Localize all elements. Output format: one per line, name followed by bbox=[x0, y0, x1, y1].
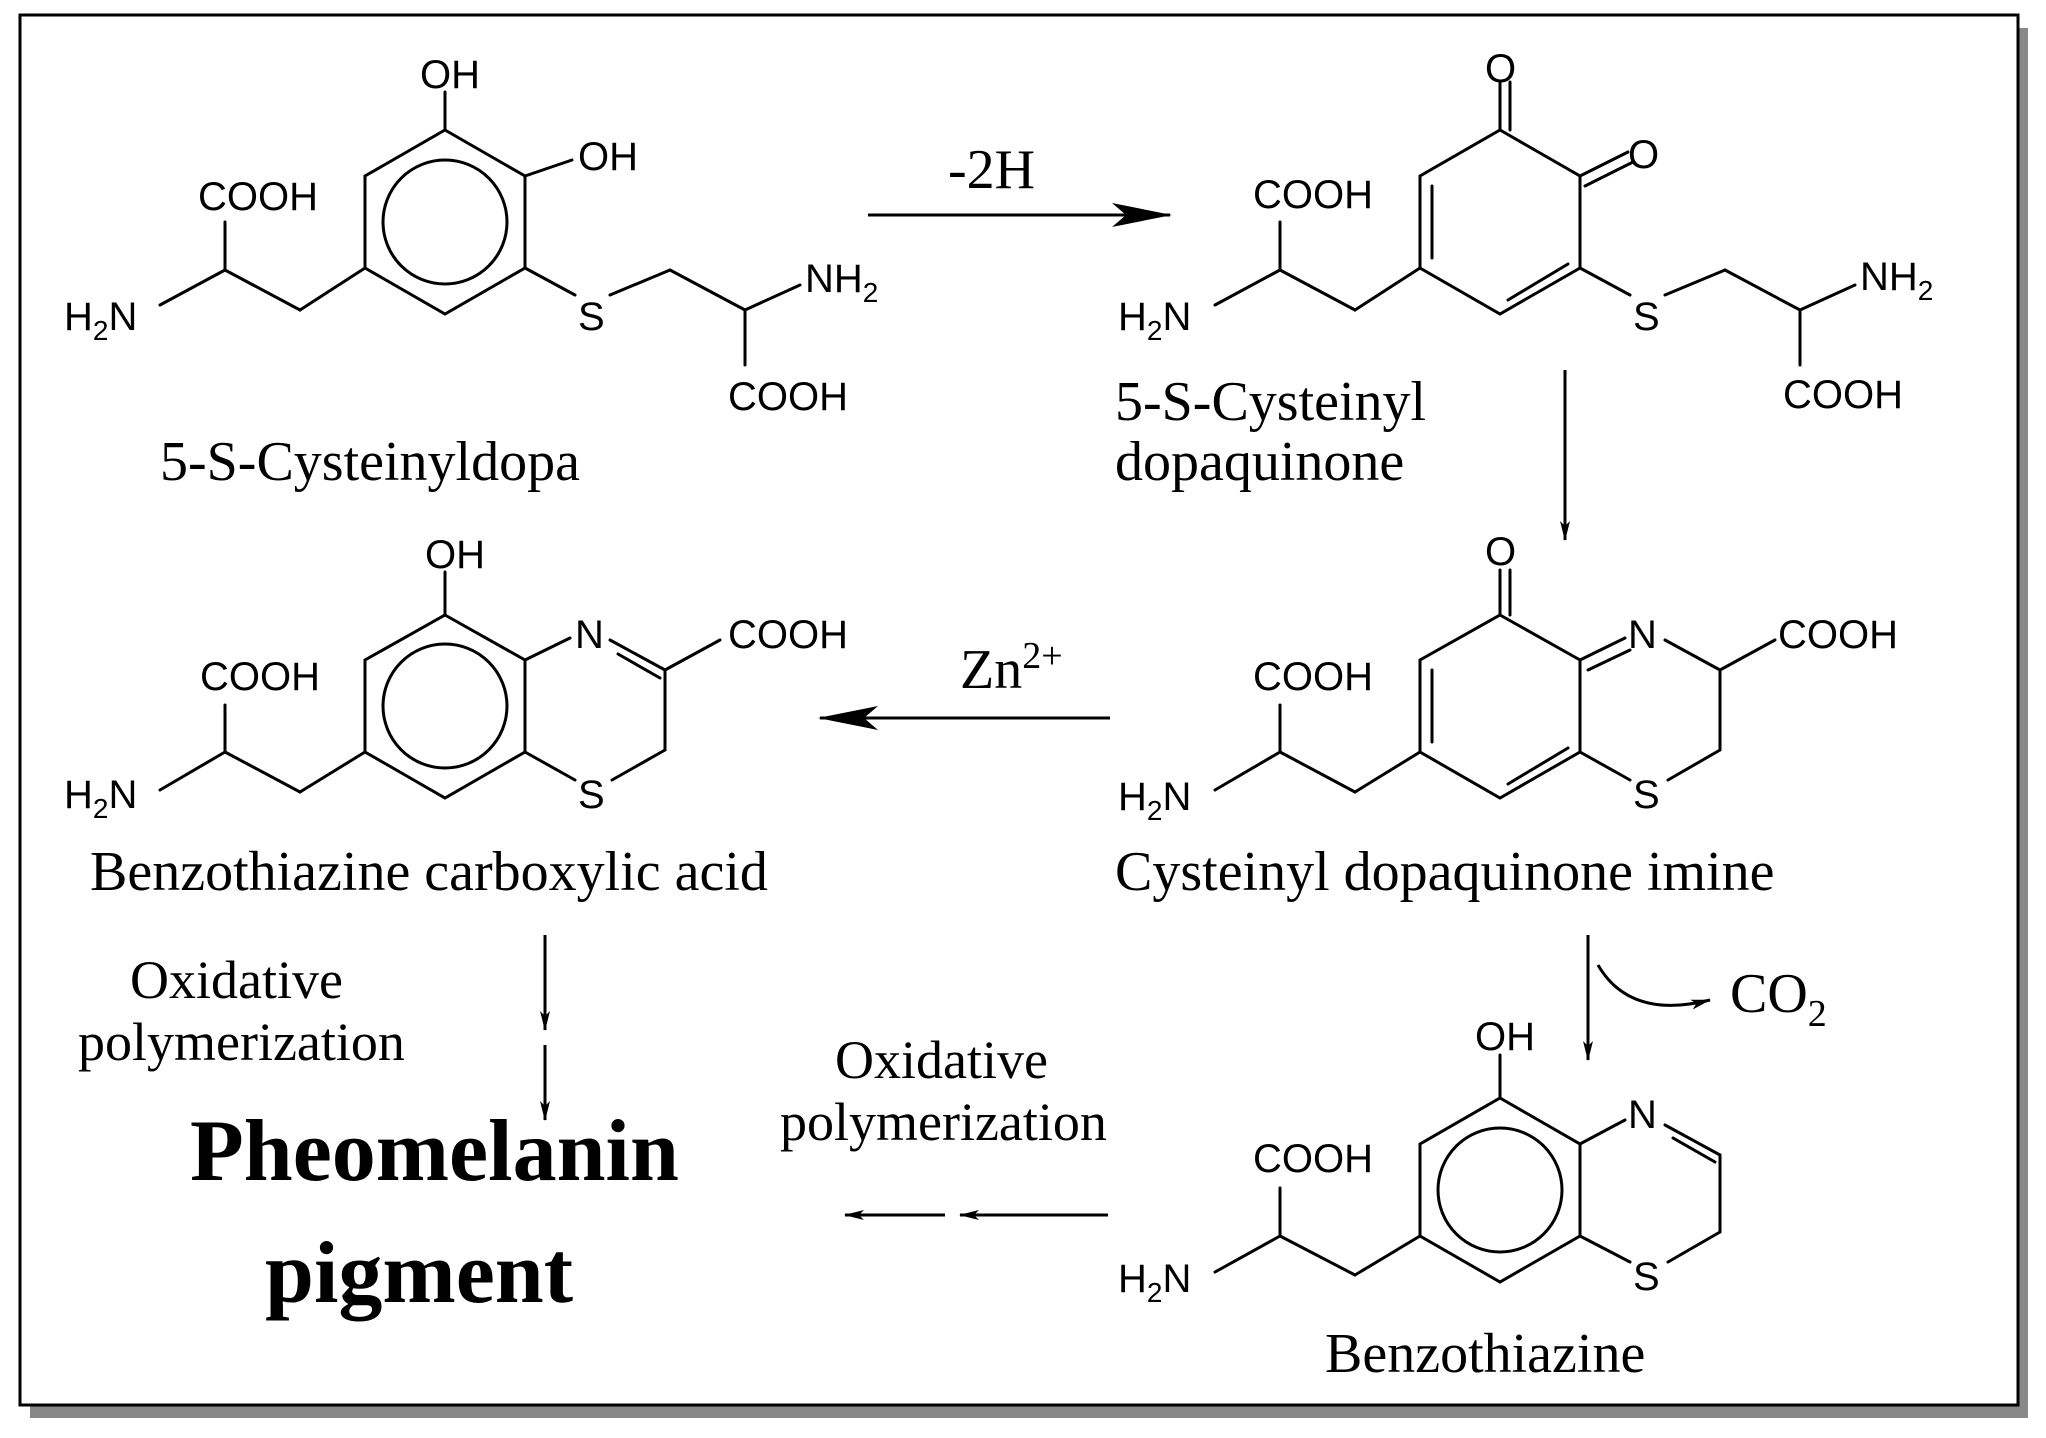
s-label: S bbox=[578, 773, 605, 817]
n-label: N bbox=[575, 613, 604, 657]
o-right-label: O bbox=[1628, 133, 1659, 177]
cooh-left-label: COOH bbox=[1253, 173, 1373, 217]
cooh-left-label: COOH bbox=[198, 175, 318, 219]
molecule-benzothiazine: OH N COOH H2N S Benzothiazine bbox=[1118, 1015, 1722, 1385]
benzothiazine-name: Benzothiazine bbox=[1325, 1323, 1645, 1385]
cooh-right-label: COOH bbox=[1778, 613, 1898, 657]
cooh-left-label: COOH bbox=[1253, 1137, 1373, 1181]
cysteinyldopa-name: 5-S-Cysteinyldopa bbox=[160, 431, 580, 493]
oxidative-polymerization-left: Oxidative polymerization bbox=[78, 935, 550, 1121]
oxidative-polymerization-middle: Oxidative polymerization bbox=[780, 1030, 1108, 1220]
oh-top-label: OH bbox=[420, 53, 480, 97]
cooh-bottom-label: COOH bbox=[728, 375, 848, 419]
frame bbox=[18, 13, 2020, 1407]
molecule-carboxylic-acid: OH N COOH COOH H2N S Benzothiazine carbo… bbox=[64, 533, 848, 903]
dopaquinone-name-line1: 5-S-Cysteinyl bbox=[1115, 371, 1426, 433]
arrow-zinc: Zn2+ bbox=[818, 635, 1110, 730]
h2n-label: H2N bbox=[64, 295, 137, 346]
n-label: N bbox=[1628, 613, 1657, 657]
oh-right-label: OH bbox=[578, 135, 638, 179]
imine-name: Cysteinyl dopaquinone imine bbox=[1115, 841, 1774, 903]
oxidative-mid-line2: polymerization bbox=[780, 1092, 1107, 1152]
product-pheomelanin: Pheomelanin pigment bbox=[190, 1103, 679, 1322]
s-label: S bbox=[1633, 295, 1660, 339]
molecule-dopaquinone: O O COOH H2N S NH2 COOH 5-S-Cysteinyl do… bbox=[1115, 47, 1933, 493]
oxidative-left-line2: polymerization bbox=[78, 1012, 405, 1072]
h2n-label: H2N bbox=[1118, 775, 1191, 826]
co2-label: CO2 bbox=[1730, 963, 1827, 1035]
oxidative-mid-line1: Oxidative bbox=[835, 1030, 1048, 1090]
molecule-imine: O N COOH COOH H2N S Cysteinyl dopaquinon… bbox=[1115, 530, 1898, 903]
zn-label: Zn2+ bbox=[960, 635, 1063, 701]
cooh-right-label: COOH bbox=[728, 613, 848, 657]
cooh-bottom-label: COOH bbox=[1783, 373, 1903, 417]
dopaquinone-name-line2: dopaquinone bbox=[1115, 431, 1404, 493]
oh-top-label: OH bbox=[1475, 1015, 1535, 1059]
oh-top-label: OH bbox=[425, 533, 485, 577]
product-line1: Pheomelanin bbox=[190, 1103, 679, 1200]
n-label: N bbox=[1628, 1093, 1657, 1137]
h2n-label: H2N bbox=[1118, 295, 1191, 346]
oxidative-left-line1: Oxidative bbox=[130, 950, 343, 1010]
o-top-label: O bbox=[1485, 530, 1516, 574]
h2n-label: H2N bbox=[64, 773, 137, 824]
arrow-decarboxylation: CO2 bbox=[1583, 935, 1827, 1061]
s-label: S bbox=[1633, 773, 1660, 817]
nh2-label: NH2 bbox=[1860, 255, 1933, 306]
cooh-left-label: COOH bbox=[200, 655, 320, 699]
cooh-left-label: COOH bbox=[1253, 655, 1373, 699]
s-label: S bbox=[1633, 1255, 1660, 1299]
molecule-cysteinyldopa: OH OH COOH H2N S NH2 COOH 5-S-Cysteinyld… bbox=[64, 53, 878, 493]
h2n-label: H2N bbox=[1118, 1257, 1191, 1308]
arrow-oxidation: -2H bbox=[868, 139, 1172, 227]
minus-2h-label: -2H bbox=[948, 139, 1035, 201]
s-label: S bbox=[578, 295, 605, 339]
product-line2: pigment bbox=[265, 1225, 573, 1322]
o-top-label: O bbox=[1485, 47, 1516, 91]
nh2-label: NH2 bbox=[805, 257, 878, 308]
carboxylic-name: Benzothiazine carboxylic acid bbox=[90, 841, 768, 903]
